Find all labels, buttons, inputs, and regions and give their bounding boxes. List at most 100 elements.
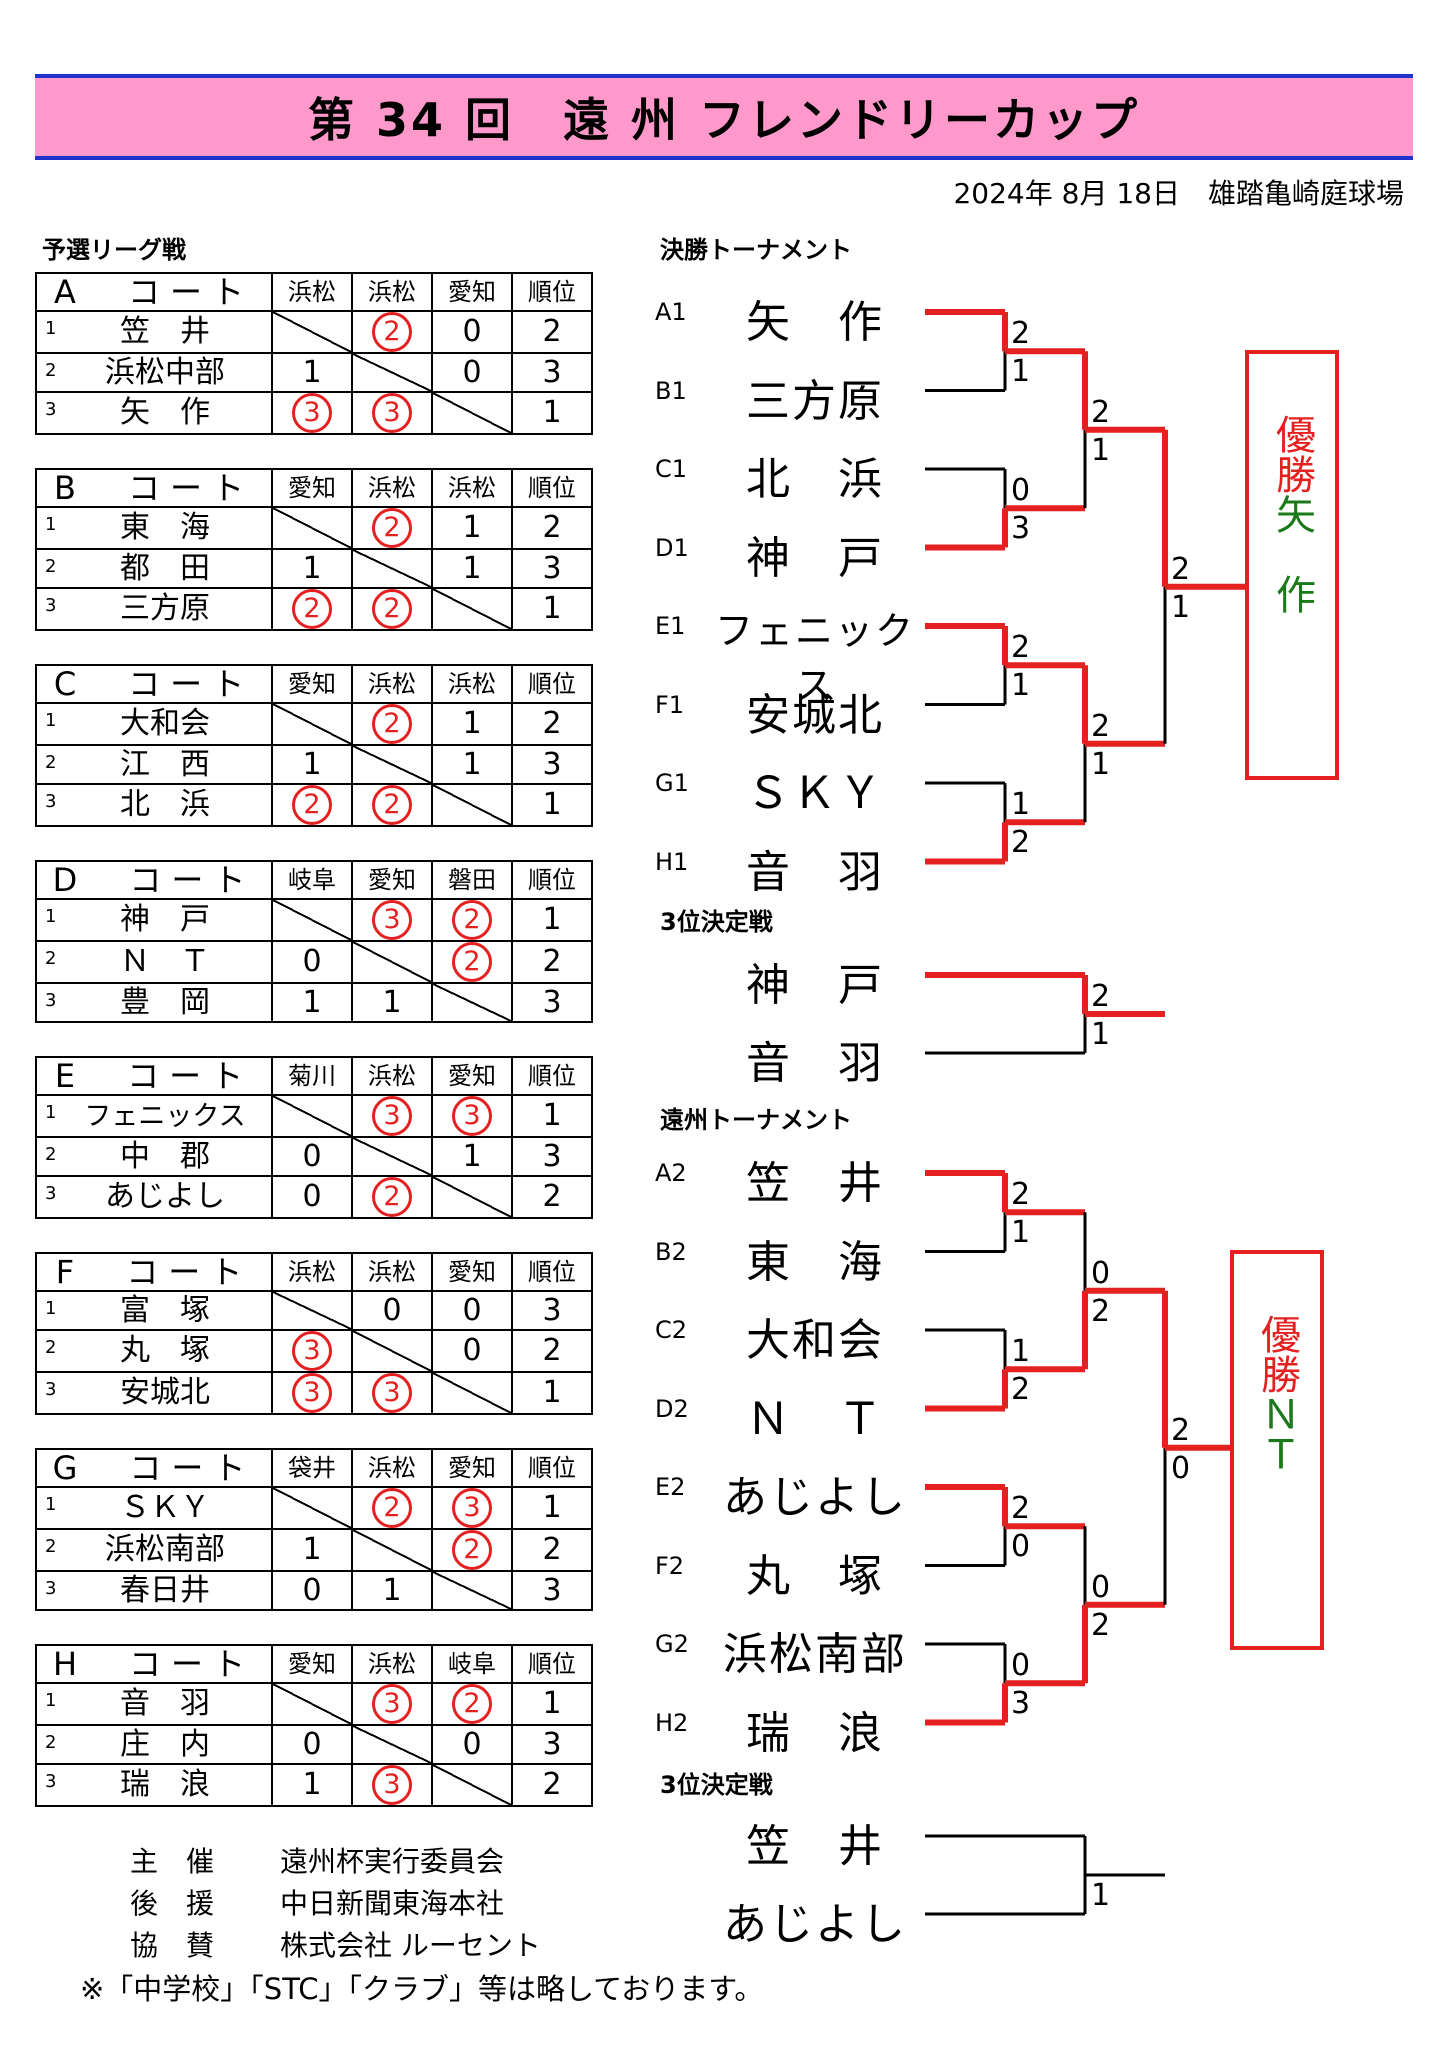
team-number: 3 xyxy=(45,791,57,812)
self-match-cell xyxy=(431,1763,513,1807)
team-number: 3 xyxy=(45,990,57,1011)
final-score: 0 xyxy=(1171,1450,1191,1486)
seed-label: G2 xyxy=(655,1630,689,1658)
score-cell: 2 xyxy=(431,1528,513,1572)
score-cell: 2 xyxy=(431,898,513,942)
third-place-score: 1 xyxy=(1091,1878,1111,1913)
rank-cell: 2 xyxy=(511,1329,593,1373)
court-name: F コート xyxy=(35,1252,273,1292)
seed-label: H2 xyxy=(655,1708,689,1737)
team-number: 2 xyxy=(45,948,57,969)
rank-cell: 1 xyxy=(511,1486,593,1530)
win-score: 2 xyxy=(372,785,412,825)
opponent-header: 愛知 xyxy=(431,1056,513,1096)
score-cell: 0 xyxy=(271,1724,353,1765)
opponent-header: 浜松 xyxy=(351,1252,433,1292)
score-value: 1 xyxy=(302,1532,322,1567)
enshu-tournament-heading: 遠州トーナメント xyxy=(660,1106,852,1134)
rank-cell: 1 xyxy=(511,587,593,631)
rank-cell: 3 xyxy=(511,744,593,785)
rank-cell: 1 xyxy=(511,1094,593,1138)
win-score: 3 xyxy=(452,1096,492,1136)
opponent-header: 愛知 xyxy=(271,664,353,704)
opponent-header: 袋井 xyxy=(271,1448,353,1488)
third-place-score: 2 xyxy=(1091,979,1111,1014)
team-number: 2 xyxy=(45,1732,57,1753)
round1-score: 1 xyxy=(1011,1334,1031,1370)
round2-score: 2 xyxy=(1091,394,1111,430)
opponent-header: 愛知 xyxy=(431,1252,513,1292)
bracket-team: 東 海 xyxy=(746,1236,884,1288)
score-cell: 0 xyxy=(431,352,513,393)
round1-score: 0 xyxy=(1011,473,1031,509)
self-match-cell xyxy=(351,548,433,589)
third-place-team: 神 戸 xyxy=(746,960,884,1011)
self-match-cell xyxy=(271,702,353,746)
self-match-cell xyxy=(431,1371,513,1415)
rank-cell: 3 xyxy=(511,1136,593,1177)
score-cell: 2 xyxy=(351,783,433,827)
score-value: 0 xyxy=(302,1726,322,1762)
rank-cell: 1 xyxy=(511,783,593,827)
win-score: 3 xyxy=(372,1765,412,1805)
opponent-header: 浜松 xyxy=(431,468,513,508)
team-name: 富 塚 xyxy=(120,1292,210,1328)
win-score: 3 xyxy=(292,1331,332,1371)
score-cell: 2 xyxy=(351,506,433,550)
bracket-team: 浜松南部 xyxy=(723,1629,907,1680)
rank-header: 順位 xyxy=(511,664,593,704)
final-champion-box: 優勝 矢 作 xyxy=(1245,350,1339,780)
score-cell: 0 xyxy=(271,1136,353,1177)
self-match-cell xyxy=(271,310,353,354)
bracket-team: Ｎ Ｔ xyxy=(746,1393,884,1445)
self-match-cell xyxy=(431,587,513,631)
team-number: 1 xyxy=(45,1690,57,1711)
opponent-header: 浜松 xyxy=(351,1056,433,1096)
score-cell: 1 xyxy=(271,352,353,393)
bracket-team: あじよし xyxy=(723,1472,907,1523)
score-value: 1 xyxy=(462,706,482,741)
seed-label: A1 xyxy=(655,298,687,326)
round2-score: 0 xyxy=(1091,1569,1111,1605)
score-cell: 1 xyxy=(271,1763,353,1807)
team-name: 中 郡 xyxy=(120,1138,210,1174)
score-value: 1 xyxy=(462,550,482,586)
round1-score: 2 xyxy=(1011,316,1031,352)
opponent-header: 菊川 xyxy=(271,1056,353,1096)
opponent-header: 岐阜 xyxy=(431,1644,513,1684)
seed-label: D2 xyxy=(655,1394,689,1423)
score-cell: 1 xyxy=(431,548,513,589)
rank-header: 順位 xyxy=(511,1056,593,1096)
opponent-header: 浜松 xyxy=(271,1252,353,1292)
win-score: 3 xyxy=(372,900,412,940)
win-score: 3 xyxy=(372,1373,412,1413)
team-number: 1 xyxy=(45,514,57,535)
team-number: 1 xyxy=(45,906,57,927)
final-champion-label: 優勝 xyxy=(1269,414,1315,494)
self-match-cell xyxy=(351,744,433,785)
win-score: 2 xyxy=(372,1488,412,1528)
score-cell: 2 xyxy=(271,587,353,631)
bracket-team: 安城北 xyxy=(746,689,884,741)
win-score: 3 xyxy=(372,393,412,433)
bracket-team: 北 浜 xyxy=(746,454,884,505)
court-name: D コート xyxy=(35,860,273,900)
team-number: 3 xyxy=(45,1183,57,1204)
